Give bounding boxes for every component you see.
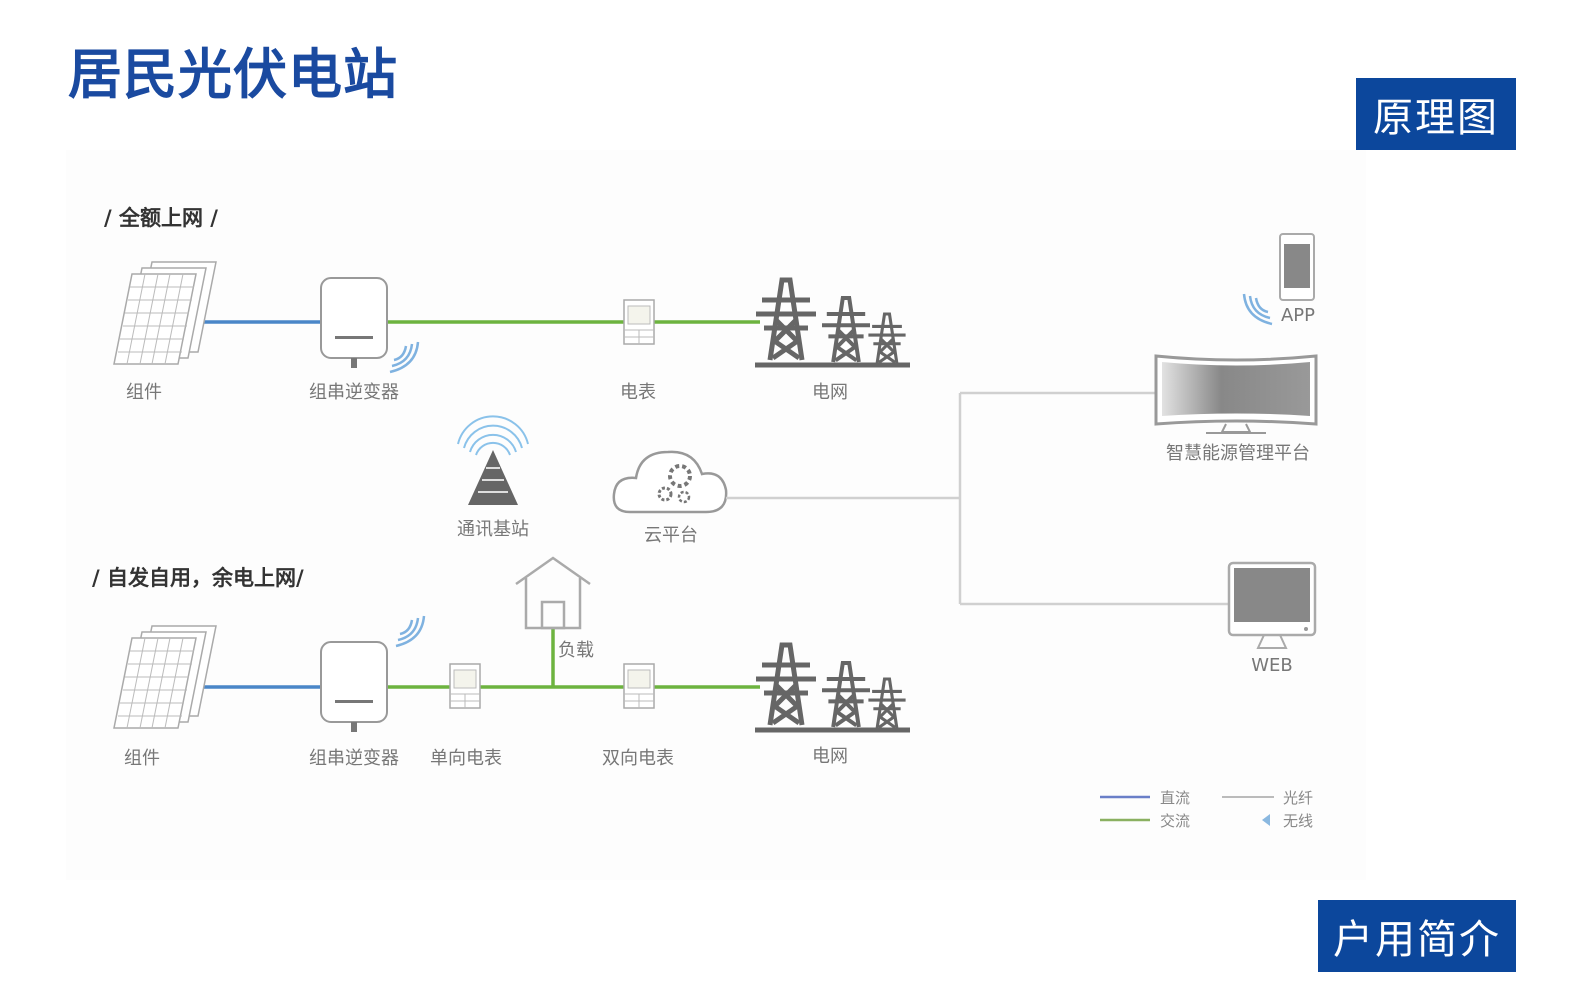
- diagram-panel: [66, 150, 1366, 880]
- label-two-way-meter: 双向电表: [602, 748, 674, 769]
- legend-wireless-label: 无线: [1283, 812, 1314, 830]
- label-cloud: 云平台: [644, 525, 698, 546]
- section-self-use: / 自发自用，余电上网/: [92, 566, 304, 590]
- label-smart-platform: 智慧能源管理平台: [1166, 443, 1310, 464]
- wifi-icon: [394, 614, 426, 648]
- inverter-icon: [320, 277, 388, 369]
- base-station-icon: [457, 415, 529, 505]
- fiber-lines: [726, 391, 1230, 606]
- label-bottom-modules: 组件: [124, 748, 160, 769]
- power-grid-icon: [755, 645, 910, 733]
- section-full-grid: / 全额上网 /: [104, 206, 218, 230]
- inverter-icon: [320, 641, 388, 733]
- power-grid-icon: [755, 280, 910, 368]
- phone-wifi-icon: [1242, 292, 1274, 326]
- schematic-badge: 原理图: [1356, 78, 1516, 150]
- label-base-station: 通讯基站: [457, 519, 529, 540]
- legend-wireless-icon: [1262, 814, 1270, 826]
- label-app: APP: [1280, 305, 1316, 326]
- legend-fiber-label: 光纤: [1283, 789, 1314, 807]
- legend: [1100, 795, 1274, 826]
- house-load-icon: [515, 556, 591, 630]
- label-load: 负载: [558, 640, 594, 661]
- one-way-meter-icon: [449, 663, 481, 709]
- label-top-inverter: 组串逆变器: [309, 382, 399, 403]
- top-row: [113, 261, 910, 374]
- label-top-meter: 电表: [620, 382, 656, 403]
- bottom-row: [113, 556, 910, 733]
- label-bottom-grid: 电网: [812, 746, 848, 767]
- phone-icon: [1279, 233, 1315, 301]
- web-monitor-icon: [1227, 561, 1317, 649]
- label-web: WEB: [1251, 655, 1293, 676]
- solar-panel-icon: [113, 625, 217, 729]
- label-one-way-meter: 单向电表: [430, 748, 502, 769]
- label-top-grid: 电网: [812, 382, 848, 403]
- label-bottom-inverter: 组串逆变器: [309, 748, 399, 769]
- cloud-platform-icon: [612, 450, 728, 514]
- meter-icon: [623, 299, 655, 345]
- household-intro-badge: 户用简介: [1318, 900, 1516, 972]
- smart-platform-monitor-icon: [1154, 354, 1318, 434]
- legend-dc-label: 直流: [1160, 789, 1191, 807]
- solar-panel-icon: [113, 261, 217, 365]
- legend-ac-label: 交流: [1160, 812, 1191, 830]
- wifi-icon: [388, 340, 420, 374]
- two-way-meter-icon: [623, 663, 655, 709]
- page-title: 居民光伏电站: [68, 43, 398, 106]
- label-top-modules: 组件: [126, 382, 162, 403]
